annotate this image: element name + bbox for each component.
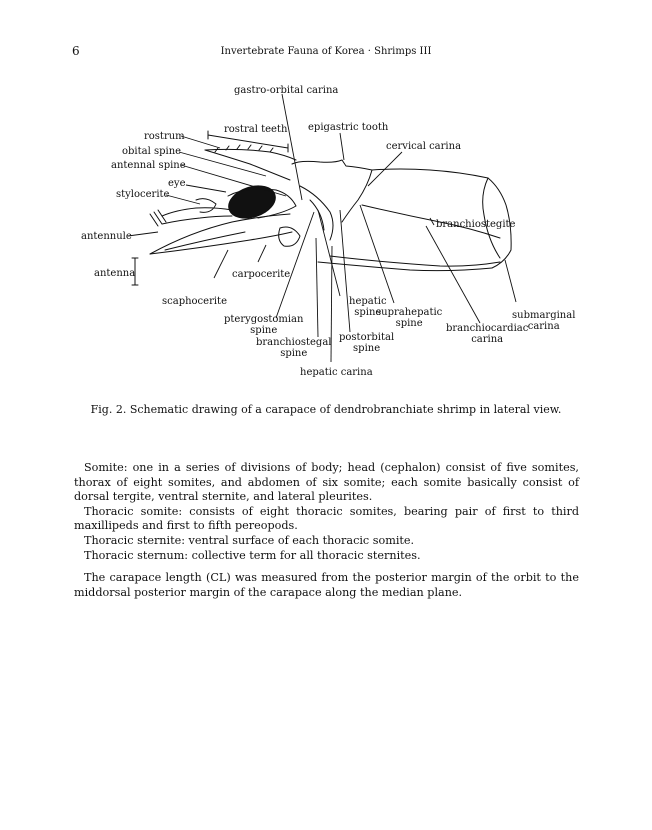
label-submarginal-carina: submarginal carina xyxy=(512,310,576,332)
label-rostrum: rostrum xyxy=(144,131,185,142)
label-gastro-orbital-carina: gastro-orbital carina xyxy=(234,85,339,96)
definitions-block: Somite: one in a series of divisions of … xyxy=(74,461,579,563)
label-epigastric-tooth: epigastric tooth xyxy=(308,122,389,133)
label-branchiocardiac-carina: branchiocardiac carina xyxy=(446,323,529,345)
paragraph-carapace-length: The carapace length (CL) was measured fr… xyxy=(74,571,579,599)
label-postorbital-spine: postorbital spine xyxy=(339,332,395,354)
label-hepatic-carina: hepatic carina xyxy=(300,367,373,378)
label-branchiostegite: branchiostegite xyxy=(436,219,516,230)
label-hepatic-spine: hepatic spine xyxy=(349,296,387,318)
label-cervical-carina: cervical carina xyxy=(386,141,462,152)
label-obital-spine: obital spine xyxy=(122,146,182,157)
page-number: 6 xyxy=(72,44,80,58)
label-carpocerite: carpocerite xyxy=(232,269,291,280)
carapace-length-block: The carapace length (CL) was measured fr… xyxy=(74,571,579,600)
label-eye: eye xyxy=(168,178,186,189)
label-scaphocerite: scaphocerite xyxy=(162,296,227,307)
paragraph-thoracic-sternite: Thoracic sternite: ventral surface of ea… xyxy=(84,533,415,547)
label-pterygostomian-spine: pterygostomian spine xyxy=(224,314,304,336)
paragraph-somite: Somite: one in a series of divisions of … xyxy=(74,461,579,504)
carapace-figure: gastro-orbital carina rostral teeth epig… xyxy=(0,0,652,400)
label-rostral-teeth: rostral teeth xyxy=(224,124,288,135)
label-suprahepatic-spine: suprahepatic spine xyxy=(376,307,443,329)
label-branchiostegal-spine: branchiostegal spine xyxy=(256,337,332,359)
label-antenna: antenna xyxy=(94,268,136,279)
carapace-drawing xyxy=(127,93,517,363)
label-stylocerite: stylocerite xyxy=(116,189,170,200)
label-antennule: antennule xyxy=(81,231,132,242)
figure-caption: Fig. 2. Schematic drawing of a carapace … xyxy=(90,403,562,416)
paragraph-thoracic-somite: Thoracic somite: consists of eight thora… xyxy=(74,504,579,533)
label-antennal-spine: antennal spine xyxy=(111,160,186,171)
paragraph-thoracic-sternum: Thoracic sternum: collective term for al… xyxy=(84,548,421,562)
running-head: Invertebrate Fauna of Korea · Shrimps II… xyxy=(220,46,432,57)
